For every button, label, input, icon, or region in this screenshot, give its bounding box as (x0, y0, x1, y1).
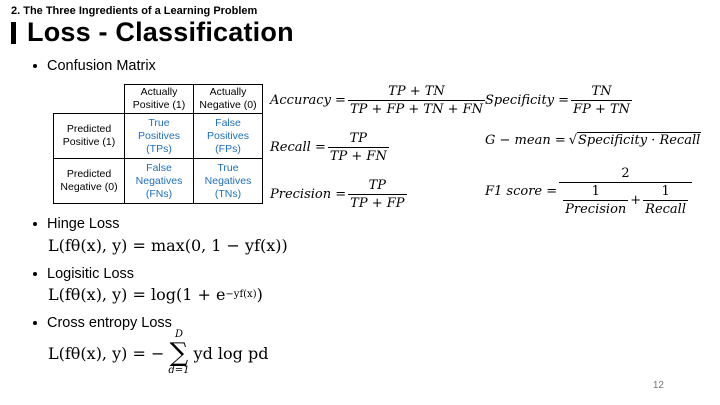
bullet-dot (33, 64, 37, 68)
matrix-corner (54, 85, 125, 114)
page-title: Loss - Classification (27, 17, 294, 47)
bullet-text: Logisitic Loss (47, 266, 135, 282)
bullet-logistic: Logisitic Loss (33, 266, 134, 282)
bullet-text: Hinge Loss (47, 216, 120, 232)
section-label: 2. The Three Ingredients of a Learning P… (11, 5, 258, 17)
gmean-formula: G − mean = √Specificity · Recall (485, 132, 702, 148)
bullet-text: Confusion Matrix (47, 58, 156, 74)
title-row: Loss - Classification (11, 17, 294, 48)
summation: D ∑ d=1 (168, 329, 190, 376)
title-bar (11, 21, 16, 44)
bullet-dot (33, 222, 37, 226)
hinge-loss-formula: L(fθ(x), y) = max(0, 1 − yf(x)) (48, 236, 288, 255)
bullet-cross-entropy: Cross entropy Loss (33, 315, 172, 331)
bullet-text: Cross entropy Loss (47, 315, 172, 331)
cross-entropy-formula: L(fθ(x), y) = − D ∑ d=1 yd log pd (48, 329, 269, 376)
logistic-loss-formula: L(fθ(x), y) = log(1 + e−yf(x)) (48, 285, 263, 304)
bullet-confusion: Confusion Matrix (33, 58, 156, 74)
bullet-dot (33, 272, 37, 276)
page-number: 12 (652, 380, 664, 391)
bullet-dot (33, 321, 37, 325)
bullet-hinge: Hinge Loss (33, 216, 120, 232)
